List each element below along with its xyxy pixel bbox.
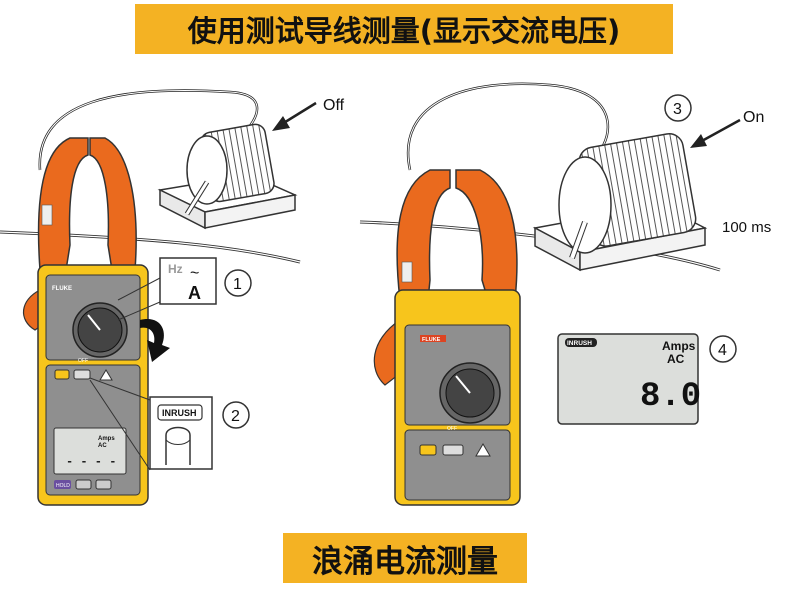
right-dial-off-label: OFF	[447, 426, 457, 432]
lcd-inrush-badge: INRUSH	[567, 340, 592, 347]
right-jaw-trigger	[373, 318, 401, 386]
right-inrush-button[interactable]	[442, 444, 464, 456]
dial-hz-label: Hz	[168, 262, 183, 276]
ac-tilde-icon: ~	[190, 265, 199, 282]
callout-4-number: 4	[718, 342, 727, 359]
dial-position-callout: Hz ~ A	[159, 257, 217, 305]
bottom-title: 浪涌电流测量	[312, 543, 498, 580]
callout-1-circle	[224, 269, 252, 297]
callout-4-circle	[709, 335, 737, 363]
right-brand-logo: FLUKE	[422, 337, 441, 343]
top-title: 使用测试导线测量(显示交流电压)	[187, 14, 621, 48]
left-motor	[157, 123, 298, 230]
left-hold-button[interactable]	[54, 480, 71, 489]
left-lcd-value: - - - -	[66, 455, 116, 469]
right-lcd-display: INRUSH Amps AC 8.0	[557, 333, 701, 425]
left-rotary-dial[interactable]: OFF	[72, 302, 128, 364]
left-inrush-button[interactable]	[73, 369, 91, 380]
left-dial-off-label: OFF	[78, 358, 88, 364]
pressing-finger-icon	[165, 426, 191, 465]
lcd-unit: Amps	[662, 339, 696, 353]
dial-amps-label: A	[188, 283, 201, 303]
right-motor-state-label: On	[743, 109, 764, 126]
left-mode-button[interactable]	[75, 479, 92, 490]
inrush-time-label: 100 ms	[722, 219, 771, 236]
left-pointer-arrow	[272, 101, 317, 131]
callout-2-circle	[222, 401, 250, 429]
right-clamp-jaws	[396, 169, 518, 301]
top-title-banner: 使用测试导线测量(显示交流电压)	[135, 4, 673, 54]
right-yellow-button[interactable]	[419, 444, 437, 456]
left-warning-icon	[99, 369, 113, 381]
bottom-title-banner: 浪涌电流测量	[283, 533, 527, 583]
right-rotary-dial[interactable]: OFF	[439, 362, 501, 432]
left-lcd-mode: AC	[98, 443, 107, 449]
right-motor	[532, 133, 708, 272]
callout-3-circle	[664, 94, 692, 122]
left-hold-label: HOLD	[56, 483, 70, 489]
callout-1-number: 1	[233, 276, 242, 293]
dial-rotation-arrow	[140, 319, 170, 362]
left-lcd-unit: Amps	[98, 436, 115, 442]
callout-2-number: 2	[231, 408, 240, 425]
left-brand-logo: FLUKE	[52, 286, 72, 292]
callout-3-number: 3	[673, 101, 682, 118]
inrush-button-callout: INRUSH	[149, 396, 213, 470]
left-clamp-jaws	[37, 137, 137, 271]
right-panel: On 100 ms 3 FLUKE OFF	[359, 82, 771, 506]
left-panel: Off FLUKE OFF Amps	[0, 89, 345, 506]
inrush-button-label: INRUSH	[162, 408, 197, 418]
left-lcd: Amps AC - - - -	[53, 427, 127, 475]
left-yellow-button[interactable]	[54, 369, 70, 380]
left-motor-state-label: Off	[323, 97, 345, 114]
right-warning-icon	[475, 443, 491, 457]
lcd-mode: AC	[667, 352, 685, 366]
right-pointer-arrow	[690, 118, 741, 148]
left-backlight-button[interactable]	[95, 479, 112, 490]
right-test-lead	[406, 82, 610, 171]
lcd-value: 8.0	[640, 378, 701, 416]
